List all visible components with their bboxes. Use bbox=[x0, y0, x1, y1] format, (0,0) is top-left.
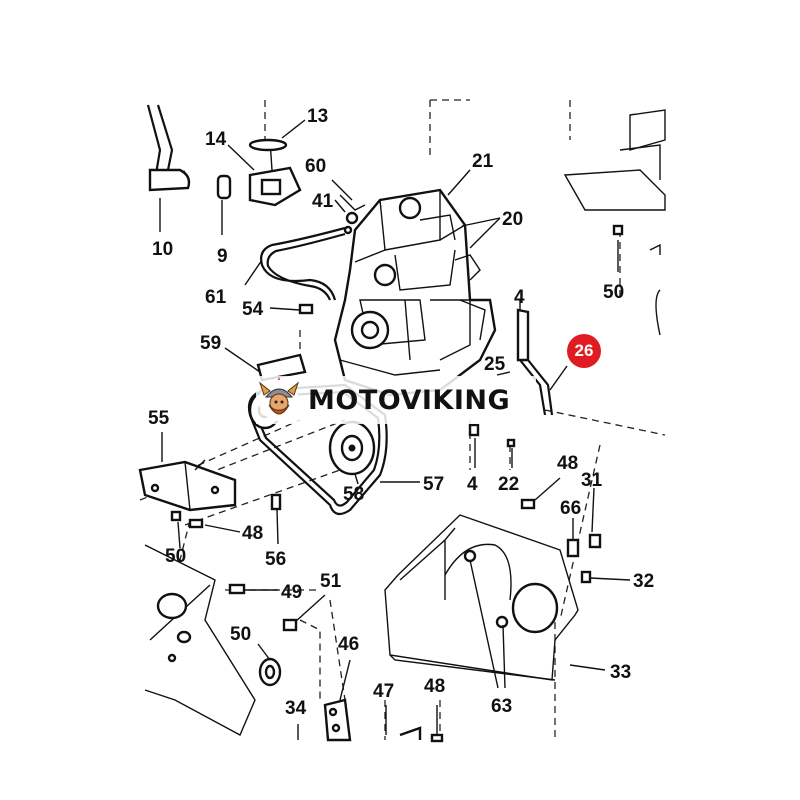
callout-57: 57 bbox=[423, 474, 444, 495]
part-frame-plate bbox=[144, 544, 256, 736]
callout-55: 55 bbox=[148, 408, 170, 429]
part-pulley-58 bbox=[328, 420, 376, 476]
callout-20: 20 bbox=[502, 209, 523, 230]
callout-33: 33 bbox=[610, 662, 631, 683]
part-frame-right bbox=[563, 109, 666, 336]
callout-48-mid: 48 bbox=[557, 453, 578, 474]
callout-31: 31 bbox=[581, 470, 603, 491]
callout-58: 58 bbox=[343, 484, 364, 505]
callout-10: 10 bbox=[152, 239, 173, 260]
part-fitting-9 bbox=[216, 174, 232, 200]
callout-22: 22 bbox=[498, 474, 519, 495]
engine-block bbox=[333, 188, 497, 397]
callout-4-bottom: 4 bbox=[467, 474, 478, 495]
part-clip-41 bbox=[339, 194, 366, 235]
part-bottom-fittings bbox=[399, 726, 444, 743]
callout-51: 51 bbox=[320, 571, 342, 592]
callout-59: 59 bbox=[200, 333, 221, 354]
callout-14: 14 bbox=[205, 129, 227, 150]
part-bracket-46 bbox=[323, 698, 352, 742]
callout-60: 60 bbox=[305, 156, 326, 177]
reference-dashed-lines bbox=[139, 99, 666, 740]
callout-50-right: 50 bbox=[603, 282, 624, 303]
callout-4-top: 4 bbox=[514, 287, 525, 308]
callout-54: 54 bbox=[242, 299, 264, 320]
callout-50-bottom: 50 bbox=[230, 624, 251, 645]
part-bracket-4 bbox=[516, 308, 554, 416]
callout-46: 46 bbox=[338, 634, 359, 655]
callout-41: 41 bbox=[312, 191, 334, 212]
callout-63: 63 bbox=[491, 696, 512, 717]
callout-48-bottom: 48 bbox=[424, 676, 445, 697]
callout-9: 9 bbox=[217, 246, 228, 267]
part-housing-plate-33 bbox=[384, 514, 579, 681]
callout-32: 32 bbox=[633, 571, 654, 592]
callout-48-left: 48 bbox=[242, 523, 263, 544]
callout-13: 13 bbox=[307, 106, 328, 127]
watermark: MOTOVIKING bbox=[256, 376, 536, 424]
leader-lines bbox=[159, 119, 631, 740]
callout-34: 34 bbox=[285, 698, 307, 719]
highlight-callout-badge: 26 bbox=[567, 334, 601, 368]
viking-mascot-icon bbox=[258, 377, 300, 421]
callout-labels: 13 14 60 41 21 20 10 9 61 54 4 50 59 25 … bbox=[148, 106, 654, 719]
callout-61: 61 bbox=[205, 287, 227, 308]
callout-66: 66 bbox=[560, 498, 581, 519]
callout-25: 25 bbox=[484, 354, 506, 375]
callout-21: 21 bbox=[472, 151, 494, 172]
part-bracket-59 bbox=[256, 353, 307, 382]
callout-49: 49 bbox=[281, 582, 302, 603]
part-bracket-55 bbox=[138, 459, 237, 512]
callout-56: 56 bbox=[265, 549, 286, 570]
callout-47: 47 bbox=[373, 681, 394, 702]
part-bushing-50 bbox=[258, 657, 282, 687]
small-hardware bbox=[170, 224, 624, 632]
part-hose-61 bbox=[260, 226, 346, 301]
callout-50-left: 50 bbox=[165, 546, 186, 567]
watermark-text: MOTOVIKING bbox=[308, 384, 511, 416]
part-valve-14 bbox=[248, 138, 302, 207]
part-lever-10 bbox=[146, 104, 191, 192]
